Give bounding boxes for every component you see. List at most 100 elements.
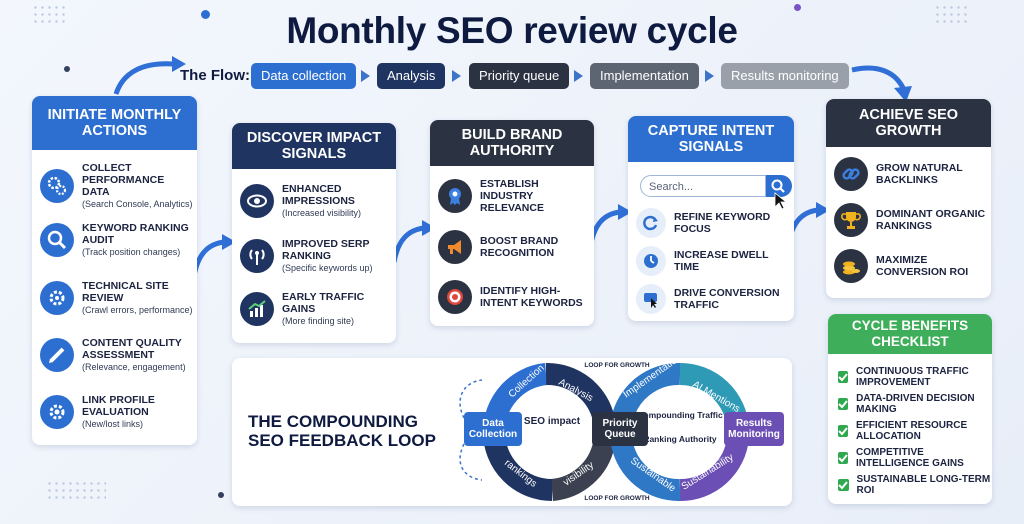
list-item: COLLECT PERFORMANCE DATA(Search Console,… — [40, 162, 193, 210]
item-title: KEYWORD RANKING AUDIT — [82, 222, 189, 246]
search-icon — [771, 179, 785, 193]
item-title: INCREASE DWELL TIME — [674, 249, 769, 273]
item-subtitle: (More finding site) — [282, 316, 355, 326]
loop-label-top: LOOP FOR GROWTH — [584, 362, 650, 369]
benefits-title: CYCLE BENEFITS CHECKLIST — [828, 314, 992, 354]
item-subtitle: (Track position changes) — [82, 247, 181, 257]
capture-card: CAPTURE INTENT SIGNALS Search... REFINE … — [628, 116, 794, 321]
center-compounding-traffic: Compounding Traffic — [637, 410, 723, 420]
capture-title: CAPTURE INTENT SIGNALS — [628, 116, 794, 162]
build-title: BUILD BRAND AUTHORITY — [430, 120, 594, 166]
list-item: GROW NATURAL BACKLINKS — [834, 157, 987, 191]
discover-card: DISCOVER IMPACT SIGNALS ENHANCED IMPRESS… — [232, 123, 396, 343]
item-subtitle: (Relevance, engagement) — [82, 362, 186, 372]
checklist-text: SUSTAINABLE LONG-TERM ROI — [856, 474, 991, 496]
checklist-item: SUSTAINABLE LONG-TERM ROI — [838, 474, 992, 496]
coins-icon — [834, 249, 868, 283]
list-item: MAXIMIZE CONVERSION ROI — [834, 249, 987, 283]
loop-title-line: SEO FEEDBACK LOOP — [248, 431, 436, 450]
item-title: REFINE KEYWORD FOCUS — [674, 211, 771, 235]
item-title: MAXIMIZE CONVERSION ROI — [876, 254, 969, 278]
loop-title-line: THE COMPOUNDING — [248, 412, 418, 431]
flow-step-priority-queue: Priority queue — [469, 63, 570, 89]
benefits-card: CYCLE BENEFITS CHECKLIST CONTINUOUS TRAF… — [828, 314, 992, 504]
flow-step-implementation: Implementation — [590, 63, 699, 89]
badge-icon — [438, 179, 472, 213]
eye-icon — [240, 184, 274, 218]
check-icon — [838, 479, 849, 491]
refresh-icon — [636, 208, 666, 238]
achieve-card: ACHIEVE SEO GROWTH GROW NATURAL BACKLINK… — [826, 99, 991, 298]
decorative-dots — [934, 4, 968, 24]
decorative-dot — [218, 492, 224, 498]
signal-icon — [240, 239, 274, 273]
search-input[interactable]: Search... — [640, 175, 766, 197]
center-seo-impact: SEO impact — [524, 416, 581, 427]
trophy-icon — [834, 203, 868, 237]
checklist-text: COMPETITIVE INTELLIGENCE GAINS — [856, 447, 964, 469]
check-icon — [838, 452, 848, 464]
discover-title: DISCOVER IMPACT SIGNALS — [232, 123, 396, 169]
item-subtitle: (Specific keywords up) — [282, 263, 373, 273]
page-title: Monthly SEO review cycle — [286, 10, 738, 51]
click-icon — [636, 284, 666, 314]
checklist-text: CONTINUOUS TRAFFIC IMPROVEMENT — [856, 366, 969, 388]
arrow-right-icon — [574, 70, 583, 82]
item-title: ESTABLISH INDUSTRY RELEVANCE — [480, 178, 544, 214]
arrow-right-icon — [452, 70, 461, 82]
chart-up-icon — [240, 292, 274, 326]
checklist-text: EFFICIENT RESOURCE ALLOCATION — [856, 420, 968, 442]
loop-label-bottom: LOOP FOR GROWTH — [584, 495, 650, 502]
checklist-item: EFFICIENT RESOURCE ALLOCATION — [838, 420, 992, 442]
list-item: IDENTIFY HIGH-INTENT KEYWORDS — [438, 280, 590, 314]
arrow-right-icon — [705, 70, 714, 82]
center-ranking-authority: Ranking Authority — [643, 434, 717, 444]
item-title: DRIVE CONVERSION TRAFFIC — [674, 287, 780, 311]
decorative-dot — [201, 10, 210, 19]
flow-step-results-monitoring: Results monitoring — [721, 63, 849, 89]
checklist-item: COMPETITIVE INTELLIGENCE GAINS — [838, 447, 992, 469]
list-item: ENHANCED IMPRESSIONS(Increased visibilit… — [240, 183, 392, 219]
magnifier-icon — [40, 223, 74, 257]
item-title: TECHNICAL SITE REVIEW — [82, 280, 169, 304]
flow-label: The Flow: — [180, 67, 250, 84]
item-title: EARLY TRAFFIC GAINS — [282, 291, 365, 315]
decorative-dot — [64, 66, 70, 72]
decorative-dots — [32, 4, 66, 24]
priority-queue-box: Priority Queue — [592, 412, 648, 446]
list-item: INCREASE DWELL TIME — [636, 246, 790, 276]
list-item: ESTABLISH INDUSTRY RELEVANCE — [438, 178, 590, 214]
item-title: IDENTIFY HIGH-INTENT KEYWORDS — [480, 285, 583, 309]
search-button[interactable] — [766, 175, 792, 197]
achieve-title: ACHIEVE SEO GROWTH — [826, 99, 991, 147]
list-item: LINK PROFILE EVALUATION(New/lost links) — [40, 394, 193, 430]
arrow-right-icon — [361, 70, 370, 82]
item-title: BOOST BRAND RECOGNITION — [480, 235, 559, 259]
list-item: TECHNICAL SITE REVIEW(Crawl errors, perf… — [40, 280, 193, 316]
gear-icon — [40, 281, 74, 315]
item-title: COLLECT PERFORMANCE DATA — [82, 162, 165, 198]
decorative-dots — [46, 480, 106, 500]
link-icon — [834, 157, 868, 191]
cursor-icon — [774, 192, 788, 210]
item-subtitle: (Search Console, Analytics) — [82, 199, 193, 209]
flow-step-analysis: Analysis — [377, 63, 446, 89]
loop-title: THE COMPOUNDING SEO FEEDBACK LOOP — [248, 412, 436, 450]
clock-icon — [636, 246, 666, 276]
list-item: DOMINANT ORGANIC RANKINGS — [834, 203, 987, 237]
decorative-dot — [794, 4, 801, 11]
gear-link-icon — [40, 395, 74, 429]
checklist-text: DATA-DRIVEN DECISION MAKING — [856, 393, 975, 415]
build-card: BUILD BRAND AUTHORITY ESTABLISH INDUSTRY… — [430, 120, 594, 326]
list-item: EARLY TRAFFIC GAINS(More finding site) — [240, 291, 392, 327]
pencil-icon — [40, 338, 74, 372]
curved-arrow-icon — [191, 234, 236, 277]
checklist-item: CONTINUOUS TRAFFIC IMPROVEMENT — [838, 366, 992, 388]
item-title: LINK PROFILE EVALUATION — [82, 394, 155, 418]
checklist-item: DATA-DRIVEN DECISION MAKING — [838, 393, 992, 415]
item-title: ENHANCED IMPRESSIONS — [282, 183, 355, 207]
initiate-card: INITIATE MONTHLY ACTIONS COLLECT PERFORM… — [32, 96, 197, 445]
curved-arrow-icon — [113, 56, 186, 95]
data-collection-box: Data Collection — [464, 412, 522, 446]
item-title: GROW NATURAL BACKLINKS — [876, 162, 963, 186]
